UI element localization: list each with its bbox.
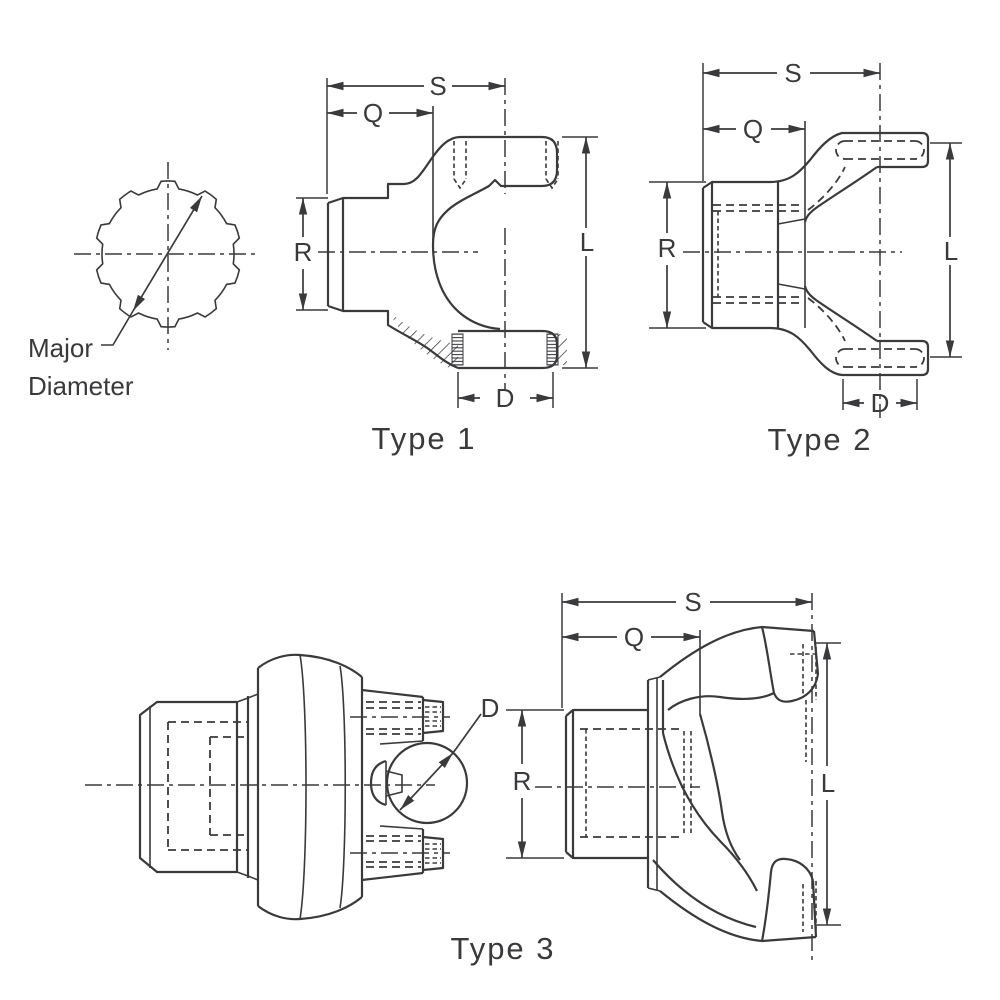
- upper-ear-bottom-curve: [772, 673, 820, 703]
- yoke-outline-lower: [702, 321, 930, 377]
- type3-dim-l-label: L: [821, 768, 835, 798]
- far-side-curve: [698, 713, 741, 861]
- upper-horn-underside-curve: [667, 692, 775, 711]
- type3-figure: S Q R L: [450, 587, 841, 966]
- tapped-hole-tip: [453, 178, 467, 190]
- body-surface-curve: [339, 665, 347, 909]
- upper-ear-top-edge: [761, 625, 815, 633]
- iso-yoke-figure: D: [85, 653, 500, 921]
- weld-seam-line: [777, 218, 806, 225]
- corner-hatch: [558, 334, 567, 365]
- major-diameter-arrow: [132, 195, 203, 312]
- type2-dim-r-label: R: [658, 233, 677, 263]
- iso-dim-d-label: D: [481, 693, 500, 723]
- lower-ear-bottom-edge: [361, 871, 424, 882]
- type3-dim-s-label: S: [684, 587, 701, 617]
- hidden-bore-cap: [914, 348, 925, 368]
- type3-dim-q-label: Q: [624, 622, 644, 652]
- inner-arm-curve-lower: [803, 285, 878, 342]
- type1-dim-s-label: S: [429, 71, 446, 101]
- section-hatch-area: [390, 312, 458, 368]
- hub-bottom-edge: [565, 851, 648, 860]
- major-diameter-leader-line: [101, 310, 134, 346]
- type1-dim-r-label: R: [294, 237, 313, 267]
- type3-caption: Type 3: [450, 931, 555, 966]
- spline-cross-section-figure: Major Diameter: [28, 162, 260, 401]
- lower-ear-outline: [458, 329, 559, 370]
- type2-dim-l-label: L: [944, 236, 958, 266]
- major-diameter-label-line1: Major: [28, 333, 93, 363]
- spline-gear-outline: [95, 180, 241, 328]
- type2-dim-d-label: D: [871, 388, 890, 418]
- body-top-curve: [257, 653, 363, 678]
- weld-seam-line: [777, 283, 806, 290]
- throat-curve: [661, 732, 758, 892]
- hidden-arm-curve: [807, 166, 846, 211]
- yoke-outline-upper: [702, 131, 930, 189]
- thread-section-left: [451, 333, 464, 366]
- bearing-boss-curve: [369, 759, 387, 807]
- lower-ear-top-edge: [379, 825, 424, 830]
- upper-ear-top-edge: [361, 688, 424, 699]
- upper-ear-left-curve: [760, 626, 776, 694]
- type2-caption: Type 2: [767, 422, 872, 457]
- type1-caption: Type 1: [371, 421, 476, 456]
- hidden-bore-cap: [914, 140, 925, 160]
- upper-horn-outer-curve: [659, 625, 763, 678]
- body-surface-curve: [299, 654, 307, 920]
- inner-arm-curve-upper: [803, 166, 878, 223]
- flange-top-edge: [647, 676, 661, 681]
- thread-section-right: [546, 333, 559, 366]
- lower-ear-bottom-edge: [761, 935, 817, 943]
- upper-ear-bottom-edge: [379, 740, 424, 745]
- hidden-arm-curve: [807, 297, 846, 342]
- type1-dim-d-label: D: [496, 383, 515, 413]
- collar-top-edge: [236, 693, 259, 703]
- shaft-outline: [138, 700, 239, 874]
- lower-ear-top-curve: [769, 857, 815, 882]
- upper-ear-right-face: [812, 630, 820, 675]
- type1-dim-q-label: Q: [363, 98, 383, 128]
- bearing-hole-circle: [385, 741, 469, 825]
- type2-figure: S Q R L D: [649, 58, 962, 457]
- type1-dim-l-label: L: [580, 227, 594, 257]
- d-diameter-arrow: [399, 752, 454, 811]
- collar-bottom-edge: [236, 871, 259, 881]
- flange-bottom-edge: [647, 887, 661, 892]
- type1-figure: S Q R L D: [294, 71, 598, 456]
- hub-top-edge: [565, 708, 648, 717]
- lower-horn-outer-curve: [659, 890, 763, 943]
- hidden-bore-cap: [835, 348, 846, 368]
- major-diameter-label-line2: Diameter: [28, 371, 134, 401]
- d-leader-line: [452, 713, 482, 754]
- tapped-hole-tip: [545, 178, 559, 190]
- yoke-outline-upper: [327, 135, 559, 246]
- inner-throat-curve: [431, 244, 501, 331]
- body-bottom-curve: [257, 896, 363, 921]
- type2-dim-q-label: Q: [743, 114, 763, 144]
- type3-dim-r-label: R: [513, 766, 532, 796]
- hidden-bore-cap: [835, 140, 846, 160]
- type2-dim-s-label: S: [784, 58, 801, 88]
- lower-ear-left-curve: [760, 871, 773, 942]
- lower-horn-inner-curve: [652, 859, 757, 929]
